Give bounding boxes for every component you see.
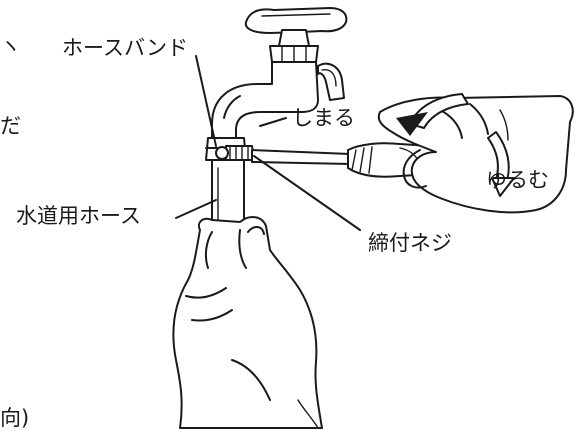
fragment-top-left-1: ヽ	[0, 34, 21, 58]
label-hose-band: ホースバンド	[62, 36, 188, 60]
upper-hand	[377, 95, 574, 214]
clamp-screw	[215, 145, 255, 161]
lower-hand	[172, 216, 323, 429]
fragment-top-left-2: だ	[0, 114, 21, 138]
leader-clamp-screw	[253, 155, 361, 231]
label-clamp-screw: 締付ネジ	[368, 231, 452, 255]
rotation-arrow-loosen	[487, 131, 515, 197]
label-loosen: ゆるむ	[486, 168, 549, 192]
faucet-handle	[244, 7, 348, 63]
leader-tighten	[259, 117, 287, 127]
rotation-arrow-tighten	[396, 93, 469, 136]
leader-hose-band	[195, 55, 217, 147]
label-water-hose: 水道用ホース	[16, 204, 141, 228]
leader-water-hose	[175, 199, 217, 219]
faucet-body	[211, 61, 345, 141]
fragment-bottom-left: 向)	[0, 406, 30, 430]
label-tighten: しまる	[292, 106, 355, 130]
